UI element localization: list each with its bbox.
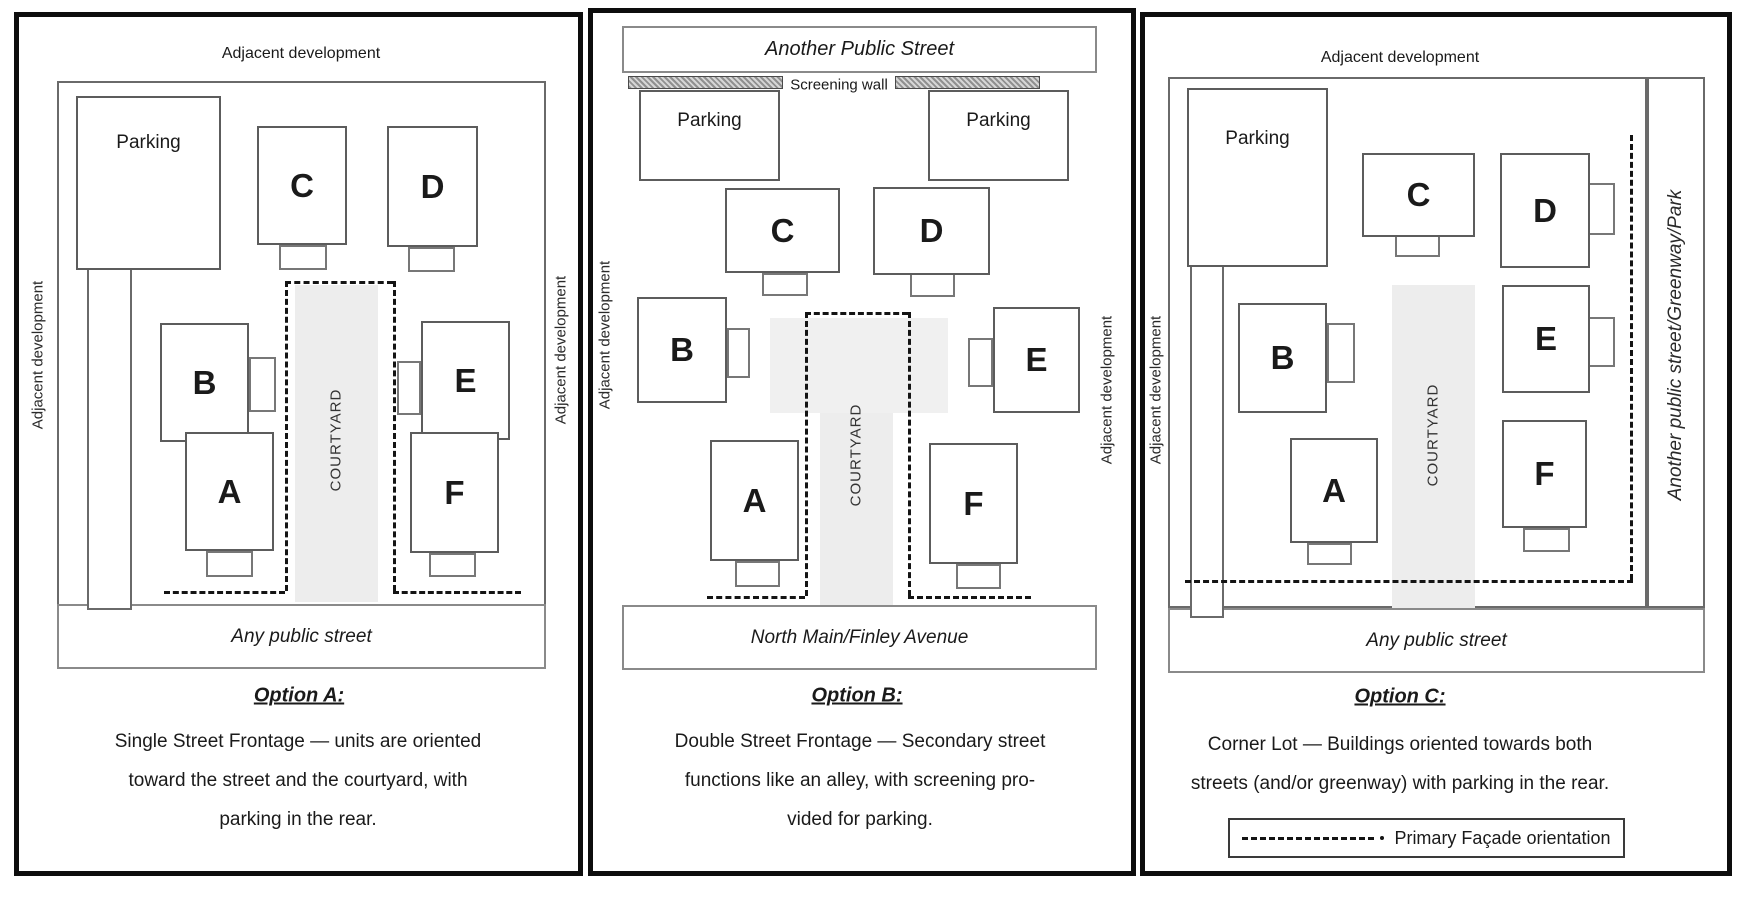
panel-c-building-a: A [1290, 438, 1378, 543]
panel-c-building-d-porch [1588, 183, 1615, 235]
panel-b-left-label: Adjacent development [596, 260, 614, 410]
panel-a-top-label: Adjacent development [221, 45, 381, 62]
panel-c-building-f: F [1502, 420, 1587, 528]
panel-b-building-a: A [710, 440, 799, 561]
panel-b-caption-line1: Double Street Frontage — Secondary stree… [674, 731, 1046, 752]
panel-b-parking-right: Parking [928, 90, 1069, 181]
panel-c-building-c-porch [1395, 235, 1440, 257]
panel-c-left-label: Adjacent development [1147, 315, 1165, 465]
panel-c-building-a-porch [1307, 543, 1352, 565]
panel-a-building-e-porch [397, 361, 421, 415]
panel-c-building-e: E [1502, 285, 1590, 393]
panel-a-building-b: B [160, 323, 249, 442]
panel-b-option-title: Option B: [811, 684, 903, 707]
panel-a-building-b-porch [249, 357, 276, 412]
panel-a-street-band: Any public street [57, 604, 546, 669]
panel-a-caption-line2: toward the street and the courtyard, wit… [128, 770, 468, 791]
panel-a-building-e: E [421, 321, 510, 440]
panel-b-street-label: North Main/Finley Avenue [750, 626, 969, 648]
panel-a-facade-dash-left [285, 281, 288, 591]
panel-b-building-a-porch [735, 561, 780, 587]
panel-b-building-d-porch [910, 273, 955, 297]
panel-b-facade-dash-bottom-left [707, 596, 805, 599]
panel-c-street-band: Any public street [1168, 608, 1705, 673]
panel-b-building-f: F [929, 443, 1018, 564]
panel-a-courtyard-label: COURTYARD [327, 388, 345, 492]
panel-a-parking-lot: Parking [76, 96, 221, 270]
panel-a-caption-line3: parking in the rear. [219, 809, 377, 830]
panel-c-facade-dash-bottom [1185, 580, 1633, 583]
panel-c-facade-dash-right [1630, 135, 1633, 580]
panel-b-courtyard-band [770, 318, 948, 413]
panel-b-screening-wall-right [895, 76, 1040, 89]
panel-a-street-label: Any public street [231, 625, 372, 647]
panel-c-building-e-porch [1588, 317, 1615, 367]
panel-a-building-a-porch [206, 551, 253, 577]
panel-a-building-f-porch [429, 553, 476, 577]
panel-b-building-c-porch [762, 273, 808, 296]
panel-a-driveway [87, 270, 132, 610]
panel-a-right-label: Adjacent development [552, 275, 570, 425]
dashed-line-dot-icon [1380, 836, 1385, 840]
panel-b-building-f-porch [956, 564, 1001, 589]
legend-label: Primary Façade orientation [1394, 827, 1611, 848]
panel-b-caption-line3: vided for parking. [787, 809, 933, 830]
panel-b-building-c: C [725, 188, 840, 273]
panel-b-caption-line2: functions like an alley, with screening … [684, 770, 1036, 791]
panel-a-facade-dash-bottom-right [393, 591, 521, 594]
panel-b-screening-label: Screening wall [790, 76, 888, 94]
panel-b-building-b-porch [727, 328, 750, 378]
panel-c-caption-line1: Corner Lot — Buildings oriented towards … [1207, 734, 1593, 755]
panel-c-parking-lot: Parking [1187, 88, 1328, 267]
panel-a-facade-dash-top [285, 281, 393, 284]
panel-a-option-title: Option A: [253, 684, 345, 707]
panel-c-street-label: Any public street [1366, 629, 1507, 651]
panel-c-caption-line2: streets (and/or greenway) with parking i… [1190, 773, 1610, 794]
panel-c-right-street-label: Another public street/Greenway/Park [1665, 189, 1686, 501]
panel-b-building-b: B [637, 297, 727, 403]
panel-b-top-street-label: Another Public Street [765, 38, 954, 60]
panel-c-building-b: B [1238, 303, 1327, 413]
panel-c-building-f-porch [1523, 528, 1570, 552]
panel-b-building-d: D [873, 187, 990, 275]
panel-b-building-e: E [993, 307, 1080, 413]
dashed-line-icon [1242, 836, 1375, 840]
panel-c-driveway [1190, 267, 1224, 618]
panel-c-building-c: C [1362, 153, 1475, 237]
panel-b-building-e-porch [968, 338, 993, 387]
panel-c-option-title: Option C: [1354, 685, 1446, 708]
panel-a-courtyard-strip [295, 285, 378, 602]
panel-a-facade-dash-bottom-left [164, 591, 285, 594]
panel-b-top-street-band: Another Public Street [622, 26, 1097, 73]
panel-a-building-c: C [257, 126, 347, 245]
legend-box: Primary Façade orientation [1228, 818, 1625, 858]
panel-b-courtyard-strip [820, 413, 893, 605]
panel-b-facade-dash-left [805, 312, 808, 596]
panel-a-left-label: Adjacent development [29, 280, 47, 430]
panel-b-parking-left: Parking [639, 90, 780, 181]
panel-a-building-f: F [410, 432, 499, 553]
panel-a-building-c-porch [279, 245, 327, 270]
panel-b-courtyard-label: COURTYARD [847, 403, 865, 507]
panel-c-building-b-porch [1327, 323, 1355, 383]
panel-a-building-d-porch [408, 247, 455, 272]
panel-a-caption-line1: Single Street Frontage — units are orien… [114, 731, 482, 752]
panel-c-greenway-band [1647, 77, 1705, 608]
panel-c-building-d: D [1500, 153, 1590, 268]
panel-b-facade-dash-top [805, 312, 908, 315]
panel-b-facade-dash-right [908, 312, 911, 596]
panel-b-screening-wall-left [628, 76, 783, 89]
panel-b-facade-dash-bottom-right [908, 596, 1031, 599]
panel-a-building-d: D [387, 126, 478, 247]
panel-c-top-label: Adjacent development [1320, 49, 1480, 66]
panel-b-right-label: Adjacent development [1098, 315, 1116, 465]
panel-a-facade-dash-right [393, 281, 396, 591]
panel-b-street-band: North Main/Finley Avenue [622, 605, 1097, 670]
panel-a-building-a: A [185, 432, 274, 551]
panel-c-courtyard-label: COURTYARD [1424, 383, 1442, 487]
panel-c-courtyard-strip [1392, 285, 1475, 608]
